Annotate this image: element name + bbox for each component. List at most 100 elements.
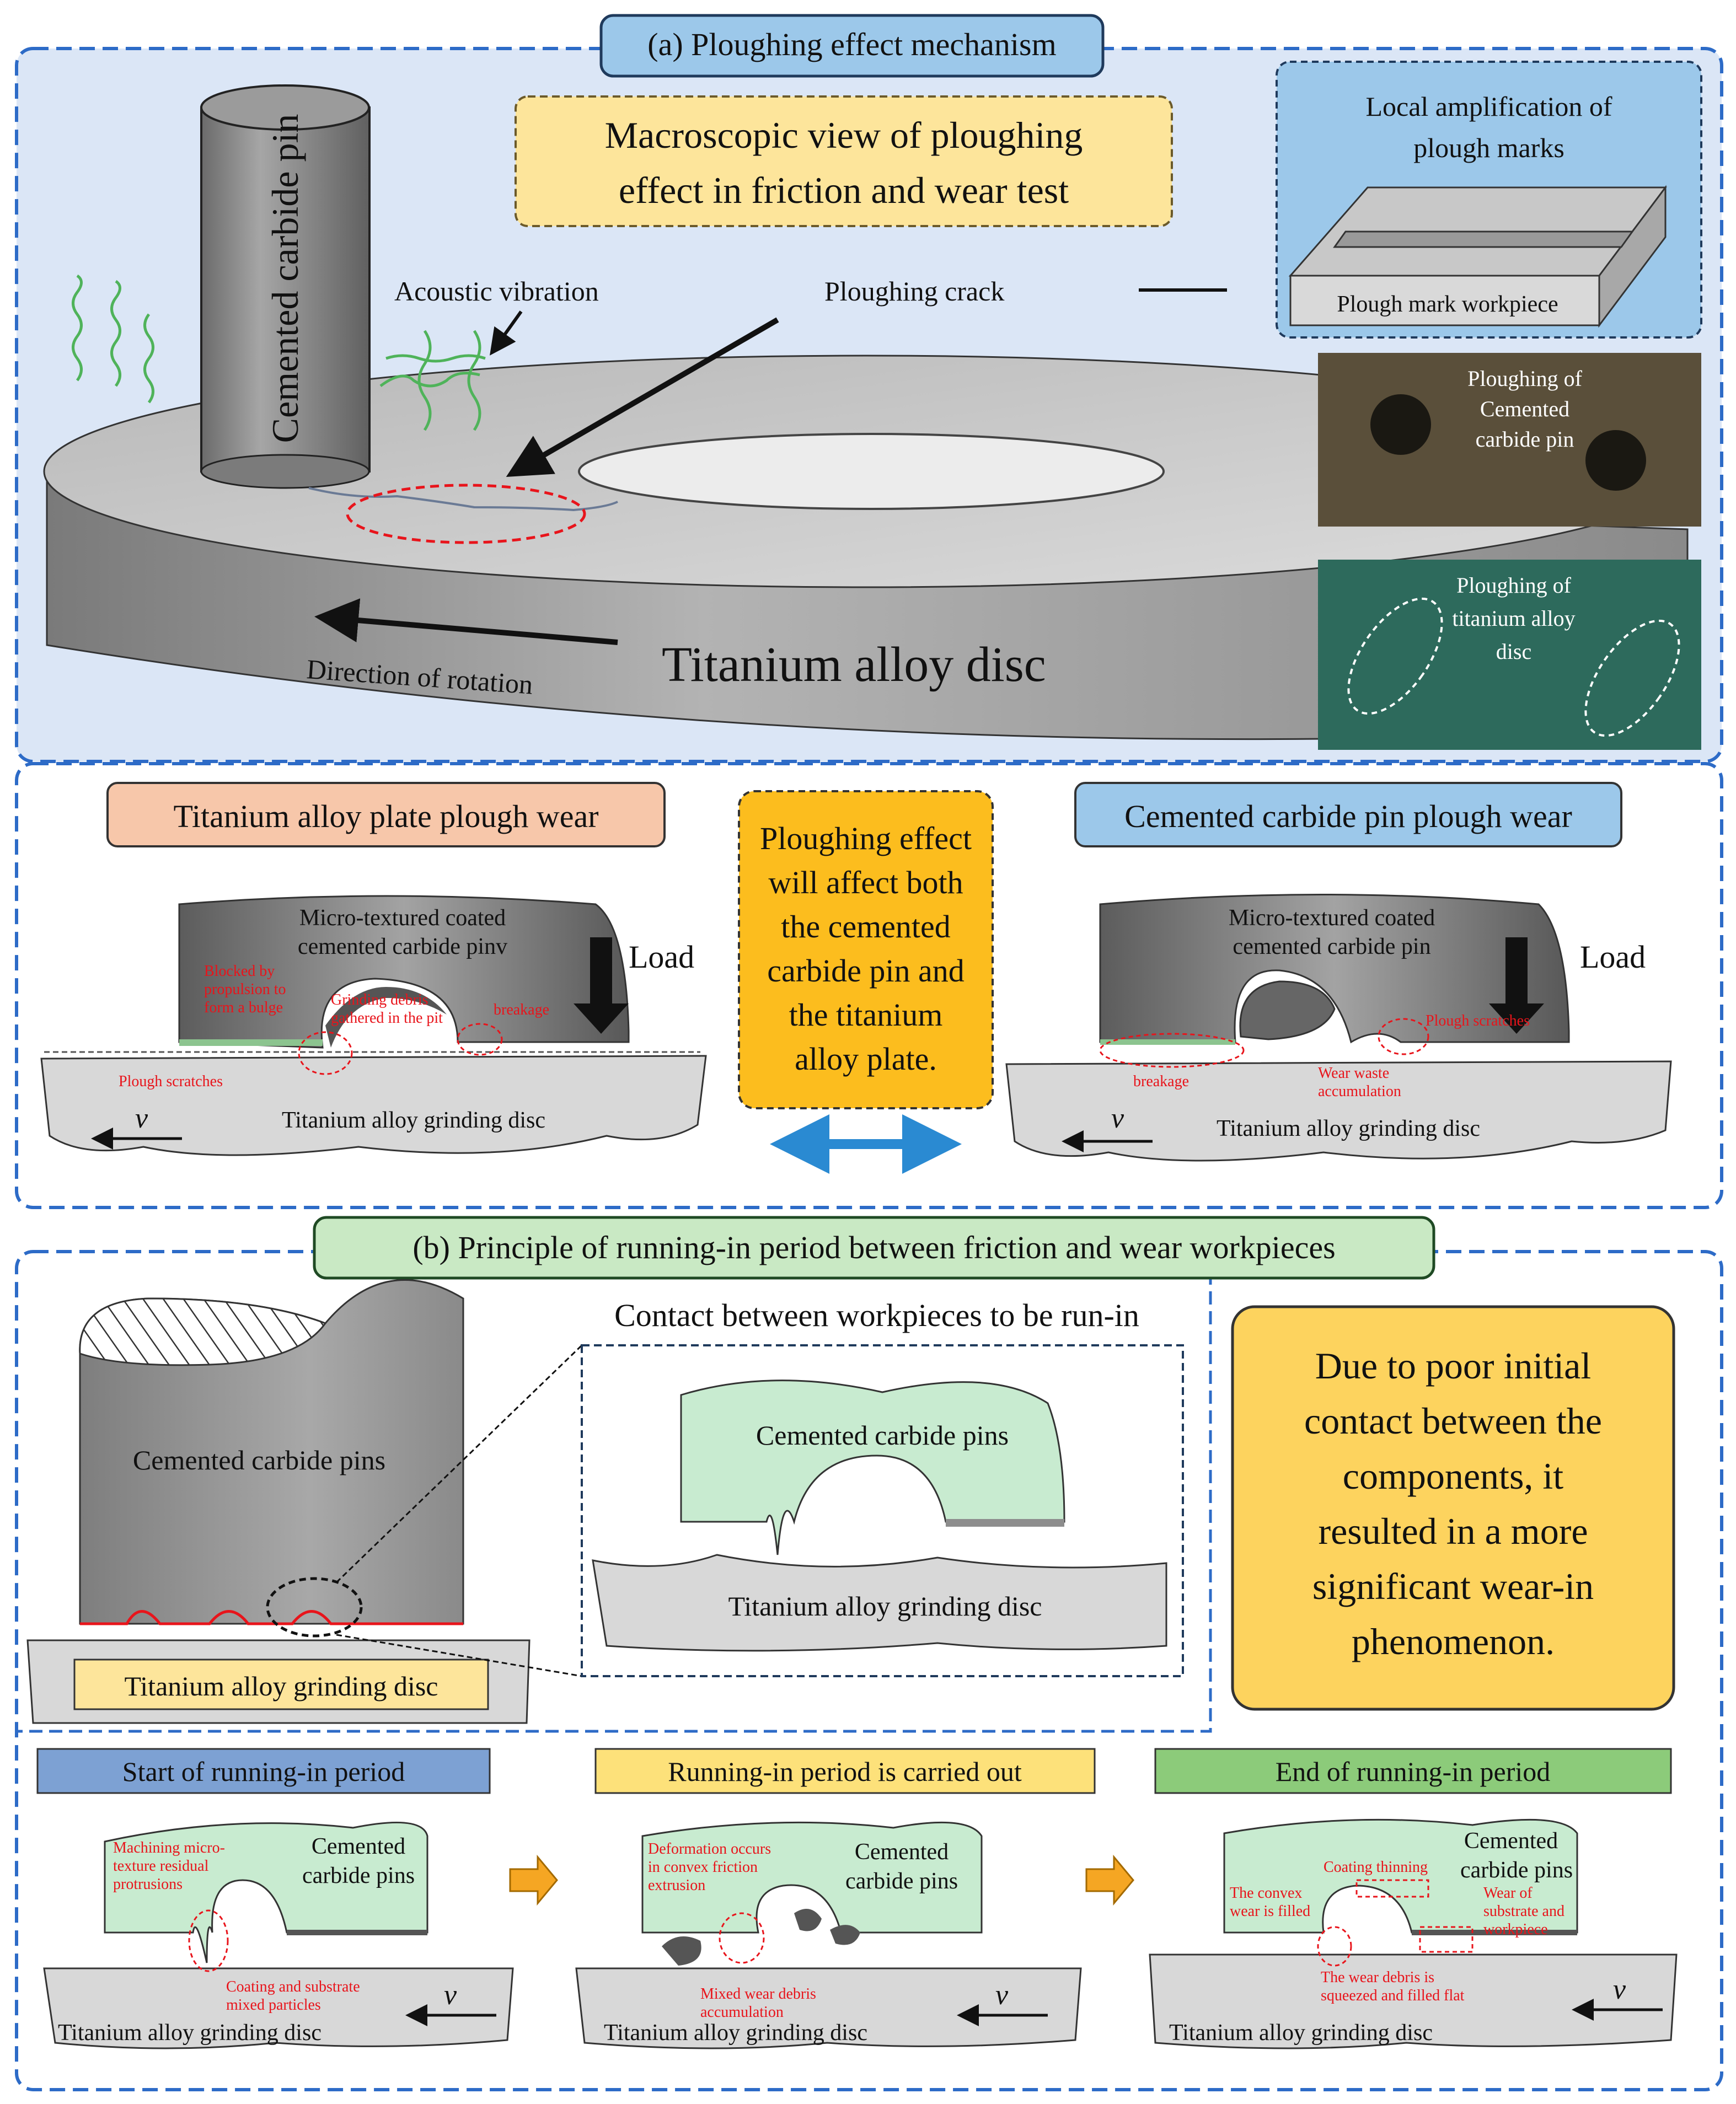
left-disc-label: Titanium alloy grinding disc <box>282 1108 545 1133</box>
acoustic-label: Acoustic vibration <box>394 276 599 307</box>
big-pin-top <box>79 1297 327 1366</box>
left-bulge-2: propulsion to <box>204 981 286 998</box>
contact-disc-label: Titanium alloy grinding disc <box>728 1591 1042 1622</box>
right-pin-label-1: Micro-textured coated <box>1229 905 1435 931</box>
section-b-divider <box>17 1252 1212 1733</box>
left-pin-coating <box>179 1039 323 1046</box>
stage-3-title: End of running-in period <box>1276 1756 1551 1787</box>
stage-2-pin <box>641 1821 983 1934</box>
left-title-box <box>106 782 666 847</box>
stage-3-coating <box>1412 1930 1577 1935</box>
right-pin-coating <box>1100 1039 1235 1045</box>
stage-1-title-box <box>36 1748 491 1794</box>
right-grinding-disc <box>1005 1060 1672 1162</box>
stage-1-pin-label-1: Cemented <box>312 1834 405 1859</box>
stage-arrow-2-icon <box>1085 1854 1134 1906</box>
zoom-circle <box>266 1577 363 1638</box>
stage-2-pin-label-2: carbide pins <box>845 1869 958 1894</box>
stage-2-annot-1-l1: Deformation occurs <box>648 1840 771 1858</box>
wear-in-note-line: contact between the <box>1304 1400 1602 1442</box>
stage-1-annot-1-l1: Machining micro- <box>113 1839 225 1856</box>
macro-title-box <box>515 95 1173 227</box>
crack-highlight <box>346 484 586 544</box>
right-breakage: breakage <box>1133 1073 1189 1090</box>
center-note-line: carbide pin and <box>767 953 965 989</box>
right-title: Cemented carbide pin plough wear <box>1124 798 1572 834</box>
contact-pin-coating <box>946 1519 1064 1527</box>
right-load-label: Load <box>1580 939 1646 975</box>
stage-1-pin <box>104 1821 428 1963</box>
stage-3-pin <box>1223 1818 1578 1934</box>
stage-1-annot-1-l2: texture residual <box>113 1858 209 1875</box>
carbide-pin <box>200 84 371 489</box>
contact-pin <box>680 1380 1065 1555</box>
photo1-label-line-3: carbide pin <box>1476 427 1574 452</box>
stage-3-annot-1-l1: Coating thinning <box>1324 1859 1428 1876</box>
stage-arrow-1-icon <box>509 1854 558 1906</box>
center-note: Ploughing effect will affect both the ce… <box>760 820 972 1077</box>
right-scratches: Plough scratches <box>1426 1012 1530 1029</box>
stage-3-circle <box>1317 1926 1352 1967</box>
left-breakage-circle <box>457 1023 503 1056</box>
center-note-line: the titanium <box>789 997 943 1033</box>
stage-2-annot-2-l1: Mixed wear debris <box>700 1985 816 2003</box>
photo1-label-line-1: Ploughing of <box>1467 366 1582 391</box>
macro-title-line-2: effect in friction and wear test <box>619 169 1069 211</box>
wear-in-note-line: resulted in a more <box>1318 1510 1588 1552</box>
stage-2-velocity: v <box>995 1979 1009 2011</box>
left-pin-label-1: Micro-textured coated <box>299 905 506 931</box>
left-scratches: Plough scratches <box>119 1073 223 1090</box>
stage-1-disc <box>43 1967 514 2049</box>
wear-in-note-box <box>1231 1305 1675 1711</box>
right-wear-cavity <box>1239 980 1336 1040</box>
left-breakage: breakage <box>494 1001 549 1018</box>
pin-label: Cemented carbide pin <box>264 114 306 443</box>
wear-in-note-line: Due to poor initial <box>1315 1345 1591 1387</box>
contact-disc <box>592 1554 1167 1652</box>
stage-2-annot-1-l2: in convex friction <box>648 1859 758 1876</box>
section-b-title: (b) Principle of running-in period betwe… <box>412 1230 1335 1265</box>
stage-3-annot-3-l1: Wear of <box>1483 1885 1533 1902</box>
center-note-line: the cemented <box>781 909 951 944</box>
stage-1-annot-1-l3: protrusions <box>113 1876 183 1893</box>
left-bulge-1: Blocked by <box>204 963 275 980</box>
photo2-label-line-1: Ploughing of <box>1456 573 1571 598</box>
left-bulge-circle <box>298 1031 353 1075</box>
stage-3-velocity: v <box>1613 1974 1626 2005</box>
local-amp-title-line-2: plough marks <box>1413 132 1564 163</box>
stage-3-annot-3-l2: substrate and <box>1483 1903 1564 1920</box>
section-a-title-box <box>599 14 1105 78</box>
crack-label: Ploughing crack <box>824 276 1004 307</box>
right-waste-circle <box>1378 1018 1429 1055</box>
stage-2-disc <box>575 1967 1082 2049</box>
disc-label: Titanium alloy disc <box>662 637 1046 692</box>
workpiece-label: Plough mark workpiece <box>1337 292 1558 317</box>
right-waste-2: accumulation <box>1318 1083 1401 1100</box>
stage-2-disc-label: Titanium alloy grinding disc <box>604 2020 867 2046</box>
section-b-title-box <box>313 1216 1435 1280</box>
photo2-label-line-3: disc <box>1496 639 1531 664</box>
stage-2-pin-label-1: Cemented <box>855 1839 949 1865</box>
wear-in-note-line: components, it <box>1343 1455 1564 1497</box>
workpiece-block <box>1288 185 1667 328</box>
stage-3-wear-box <box>1419 1926 1474 1953</box>
right-breakage-circle <box>1099 1033 1245 1068</box>
stage-1-annot-2-l2: mixed particles <box>226 1996 321 2014</box>
stage-2-annot-1-l3: extrusion <box>648 1877 705 1894</box>
center-note-line: will affect both <box>768 865 963 900</box>
stage-3-annot-2-l2: wear is filled <box>1230 1903 1310 1920</box>
load-arrow-icon <box>574 937 629 1034</box>
disc-ploughing-photo <box>1318 560 1701 750</box>
stage-2-annot-2-l2: accumulation <box>700 2004 784 2021</box>
right-pin-body <box>1099 894 1570 1044</box>
photo1-label-line-2: Cemented <box>1480 396 1569 421</box>
section-a-title: (a) Ploughing effect mechanism <box>647 26 1056 62</box>
left-pin-label-2: cemented carbide pinv <box>298 934 507 959</box>
contact-pin-label: Cemented carbide pins <box>756 1420 1009 1451</box>
stage-3-annot-4-l1: The wear debris is <box>1321 1969 1434 1986</box>
stage-3-disc-label: Titanium alloy grinding disc <box>1169 2020 1433 2046</box>
acoustic-wave-icon <box>72 274 486 431</box>
right-waste-1: Wear waste <box>1318 1065 1389 1082</box>
stage-2-debris <box>662 1909 860 1966</box>
right-title-box <box>1074 782 1622 847</box>
